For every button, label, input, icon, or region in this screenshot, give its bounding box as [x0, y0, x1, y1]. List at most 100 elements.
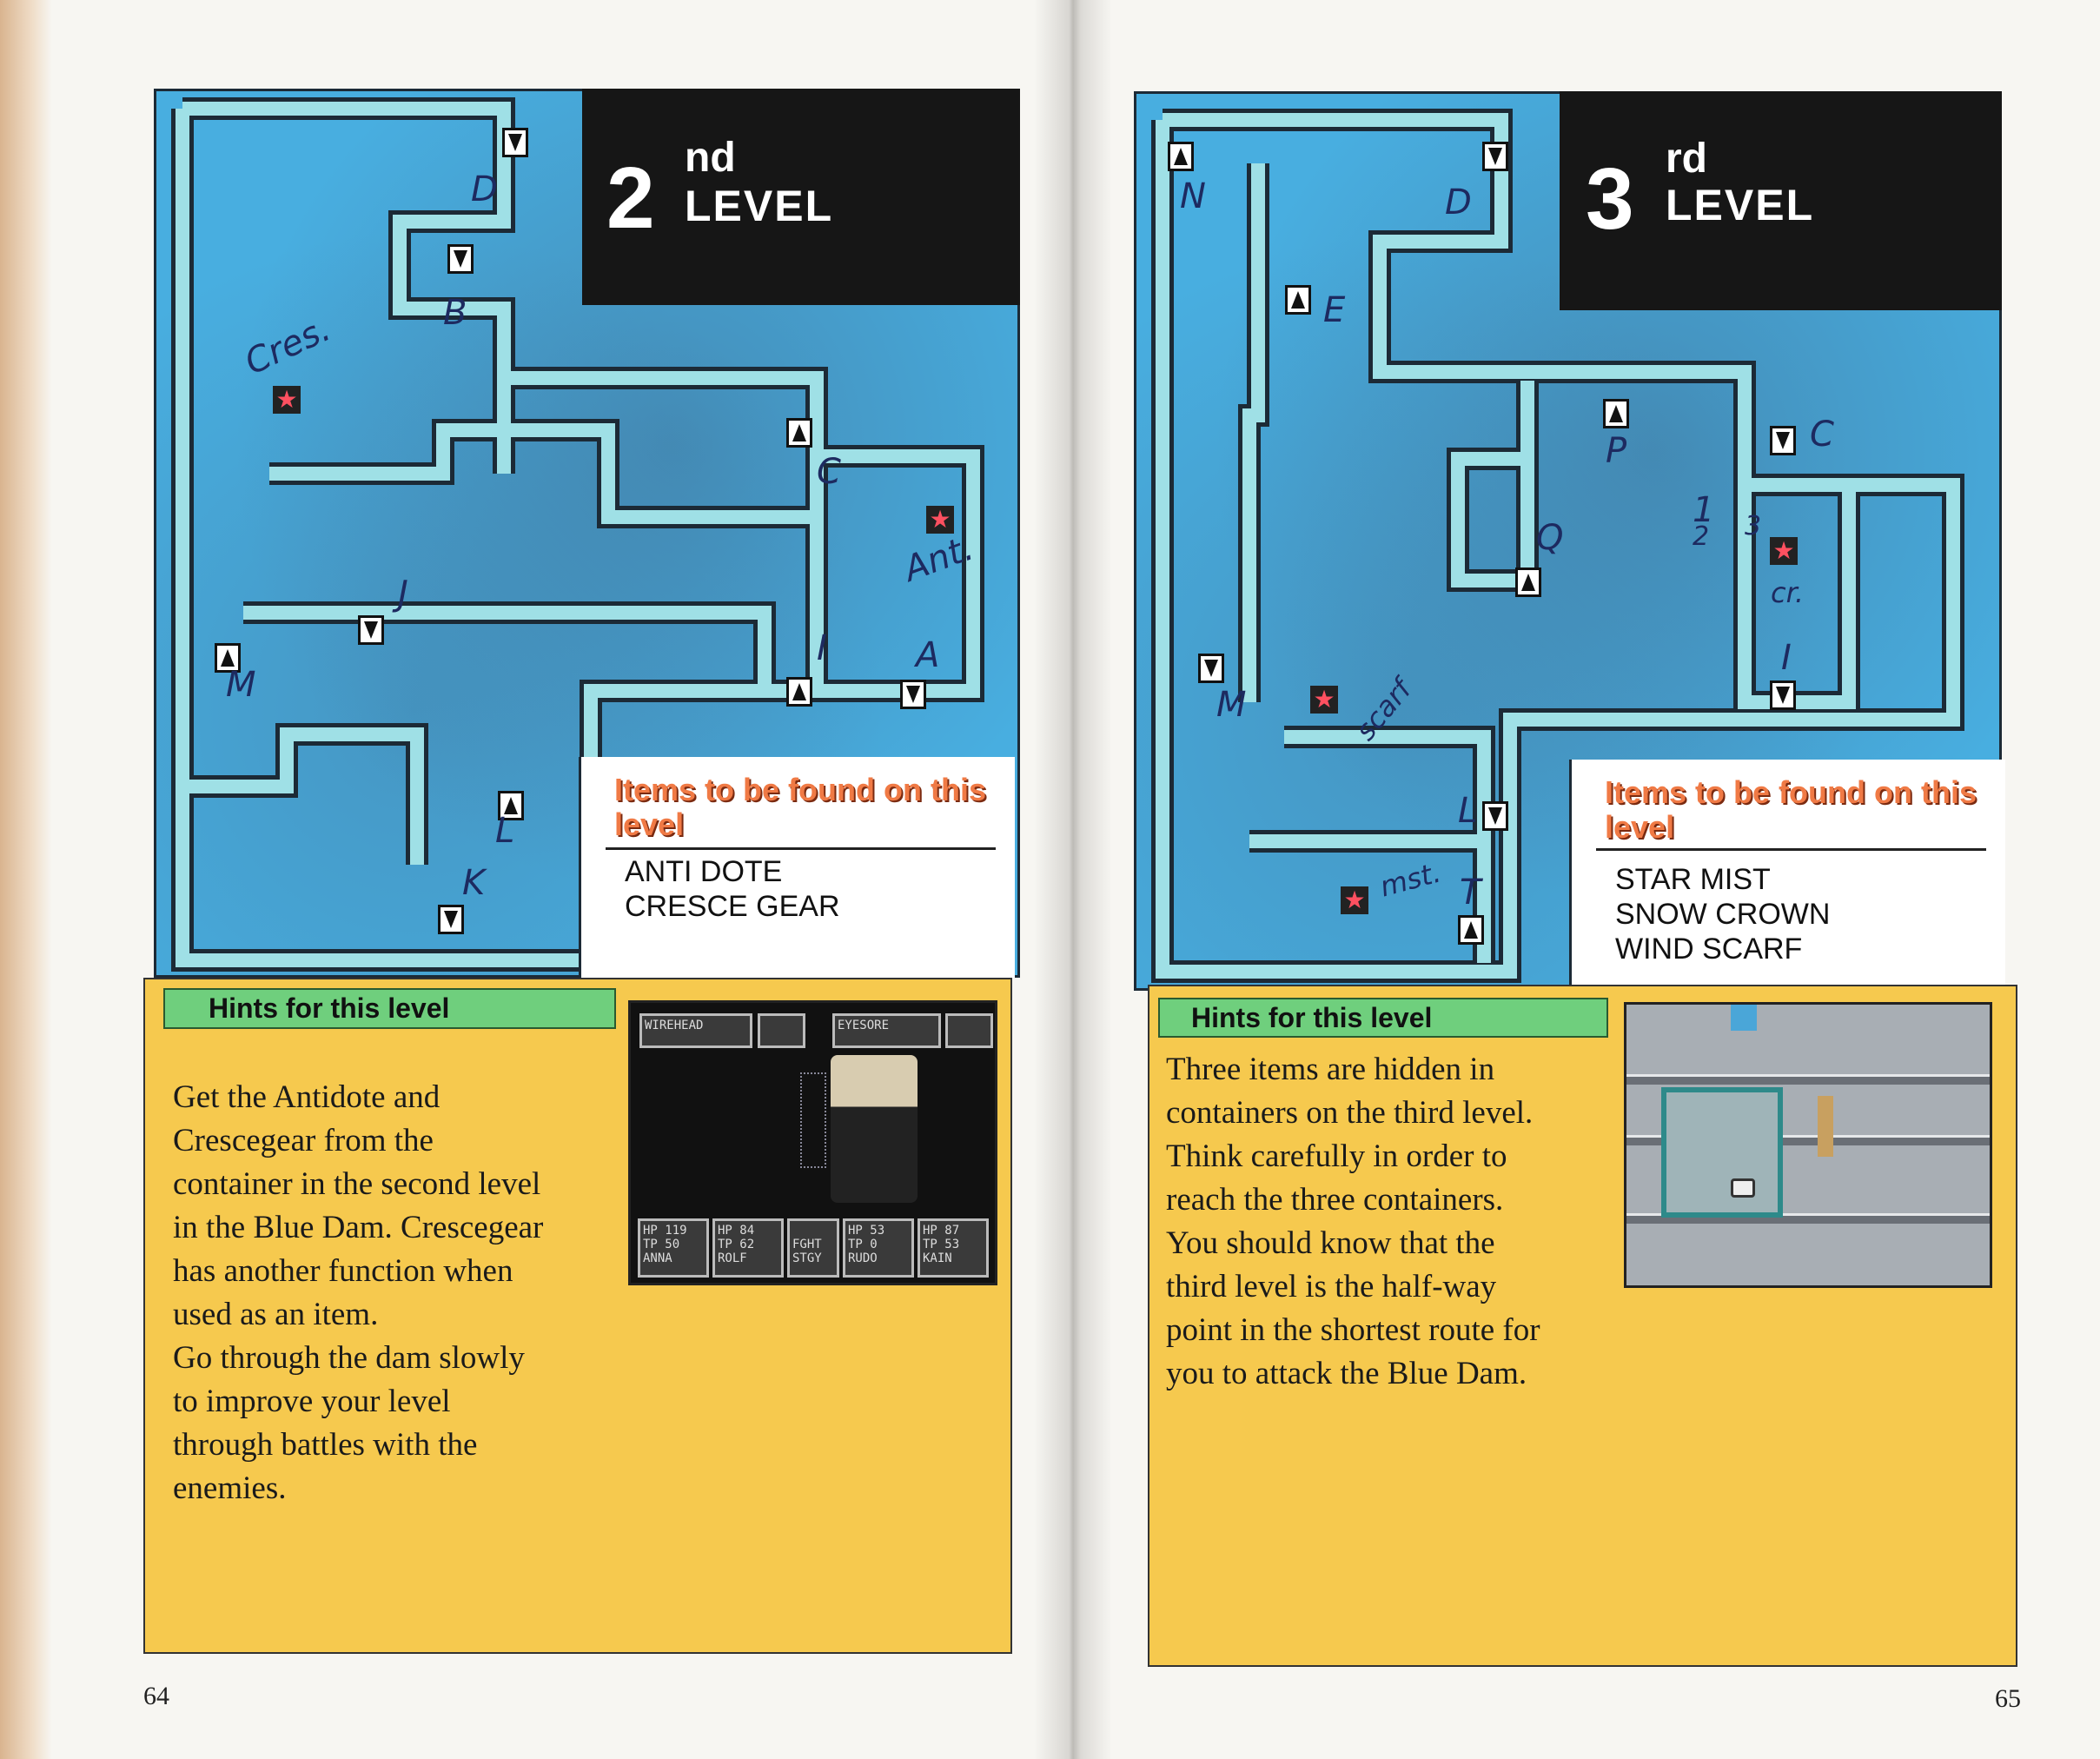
container-marker-icon [1198, 654, 1224, 683]
items-list: STAR MIST SNOW CROWN WIND SCARF [1615, 862, 1830, 966]
star-marker-icon: ★ [1770, 537, 1798, 565]
items-heading: Items to be found on this level [1605, 774, 1977, 845]
pipe [1626, 1074, 1990, 1085]
star-marker-icon: ★ [926, 506, 954, 534]
map-label: 3 [1745, 511, 1762, 541]
container-marker-icon [1482, 801, 1508, 831]
map-label: 2 [1693, 521, 1710, 552]
level-3-title: 3 rd LEVEL [1560, 91, 2002, 310]
book-spine [1034, 0, 1112, 1759]
map-label: I [1781, 638, 1792, 678]
wirehead-sprite [800, 1072, 826, 1168]
container-marker-icon [1482, 142, 1508, 171]
enemy-box [758, 1013, 805, 1048]
container-marker-icon [502, 128, 528, 157]
hint-line: you to attack the Blue Dam. [1166, 1356, 1527, 1391]
container-marker-icon [1458, 915, 1484, 945]
hint-line: enemies. [173, 1470, 287, 1506]
map-label: A [916, 635, 940, 675]
container-marker-icon [1603, 399, 1629, 428]
map-label: J [398, 574, 408, 614]
hint-line: containers on the third level. [1166, 1095, 1534, 1131]
map-label: cr. [1771, 576, 1804, 609]
map-label: 1 [1693, 490, 1715, 530]
hint-line: Go through the dam slowly [173, 1340, 525, 1376]
dungeon-screenshot [1624, 1002, 1992, 1288]
map-label: Q [1536, 518, 1564, 558]
map-label: M [226, 665, 256, 705]
title-suffix: rd [1666, 136, 1707, 182]
items-heading: Items to be found on this level [614, 772, 986, 842]
hints-heading: Hints for this level [163, 988, 616, 1029]
container-marker-icon [1770, 426, 1796, 455]
map-label: B [443, 293, 467, 333]
hint-text: Get the Antidote and Crescegear from the… [173, 1076, 543, 1510]
hint-line: Crescegear from the [173, 1123, 434, 1158]
map-label: N [1180, 176, 1206, 216]
map-label: L [1458, 791, 1478, 831]
hint-line: point in the shortest route for [1166, 1312, 1540, 1348]
title-number: 2 [606, 149, 655, 247]
items-box: Items to be found on this level ANTI DOT… [579, 757, 1015, 978]
hint-line: Get the Antidote and [173, 1079, 441, 1115]
container-marker-icon [1168, 142, 1194, 171]
container-marker-icon [1515, 568, 1541, 597]
hint-line: to improve your level [173, 1384, 451, 1419]
map-label: K [462, 863, 486, 903]
container-marker-icon [1770, 680, 1796, 710]
item: SNOW CROWN [1615, 898, 1831, 931]
hint-line: reach the three containers. [1166, 1182, 1504, 1218]
hint-line: You should know that the [1166, 1225, 1495, 1261]
container-marker-icon [215, 643, 241, 673]
map-label: D [1445, 183, 1472, 222]
enemy-name: WIREHEAD [639, 1013, 752, 1048]
map-label: C [1810, 415, 1834, 455]
hint-line: has another function when [173, 1253, 513, 1289]
level-2-title: 2 nd LEVEL [582, 89, 1020, 305]
map-label: C [817, 452, 841, 492]
map-label: L [495, 811, 515, 851]
hints-heading: Hints for this level [1158, 998, 1608, 1038]
title-word: LEVEL [685, 182, 834, 230]
items-box: Items to be found on this level STAR MIS… [1569, 760, 2005, 987]
tank [1661, 1087, 1783, 1218]
items-list: ANTI DOTE CRESCE GEAR [625, 854, 840, 924]
level-2-corridors [171, 97, 984, 972]
hint-line: Three items are hidden in [1166, 1052, 1495, 1087]
page-number: 64 [143, 1682, 169, 1710]
star-marker-icon: ★ [1310, 686, 1338, 714]
book-edge [0, 0, 52, 1759]
hint-line: used as an item. [173, 1297, 379, 1332]
hint-line: third level is the half-way [1166, 1269, 1497, 1304]
container-object [1731, 1178, 1755, 1198]
title-number: 3 [1586, 150, 1634, 248]
container-marker-icon [1285, 285, 1311, 315]
enemy-name: EYESORE [832, 1013, 941, 1048]
map-label: D [471, 169, 498, 209]
page-number: 65 [1995, 1684, 2021, 1713]
container-marker-icon [900, 680, 926, 709]
item: WIND SCARF [1615, 933, 1803, 966]
item: ANTI DOTE [625, 855, 783, 888]
level-3-corridors [1151, 109, 1964, 983]
star-marker-icon: ★ [273, 386, 301, 414]
map-label: I [817, 628, 827, 668]
item: CRESCE GEAR [625, 890, 840, 923]
divider [606, 847, 996, 850]
container-marker-icon [447, 244, 474, 274]
container-marker-icon [438, 905, 464, 934]
player-sprite [1818, 1096, 1833, 1157]
title-suffix: nd [685, 135, 736, 181]
map-label: E [1323, 290, 1346, 330]
hint-text: Three items are hidden in containers on … [1166, 1048, 1540, 1396]
enemy-box [945, 1013, 993, 1048]
map-label: T [1460, 873, 1481, 913]
container-marker-icon [358, 615, 384, 645]
hint-line: in the Blue Dam. Crescegear [173, 1210, 544, 1245]
door [1731, 1005, 1757, 1031]
item: STAR MIST [1615, 863, 1771, 896]
